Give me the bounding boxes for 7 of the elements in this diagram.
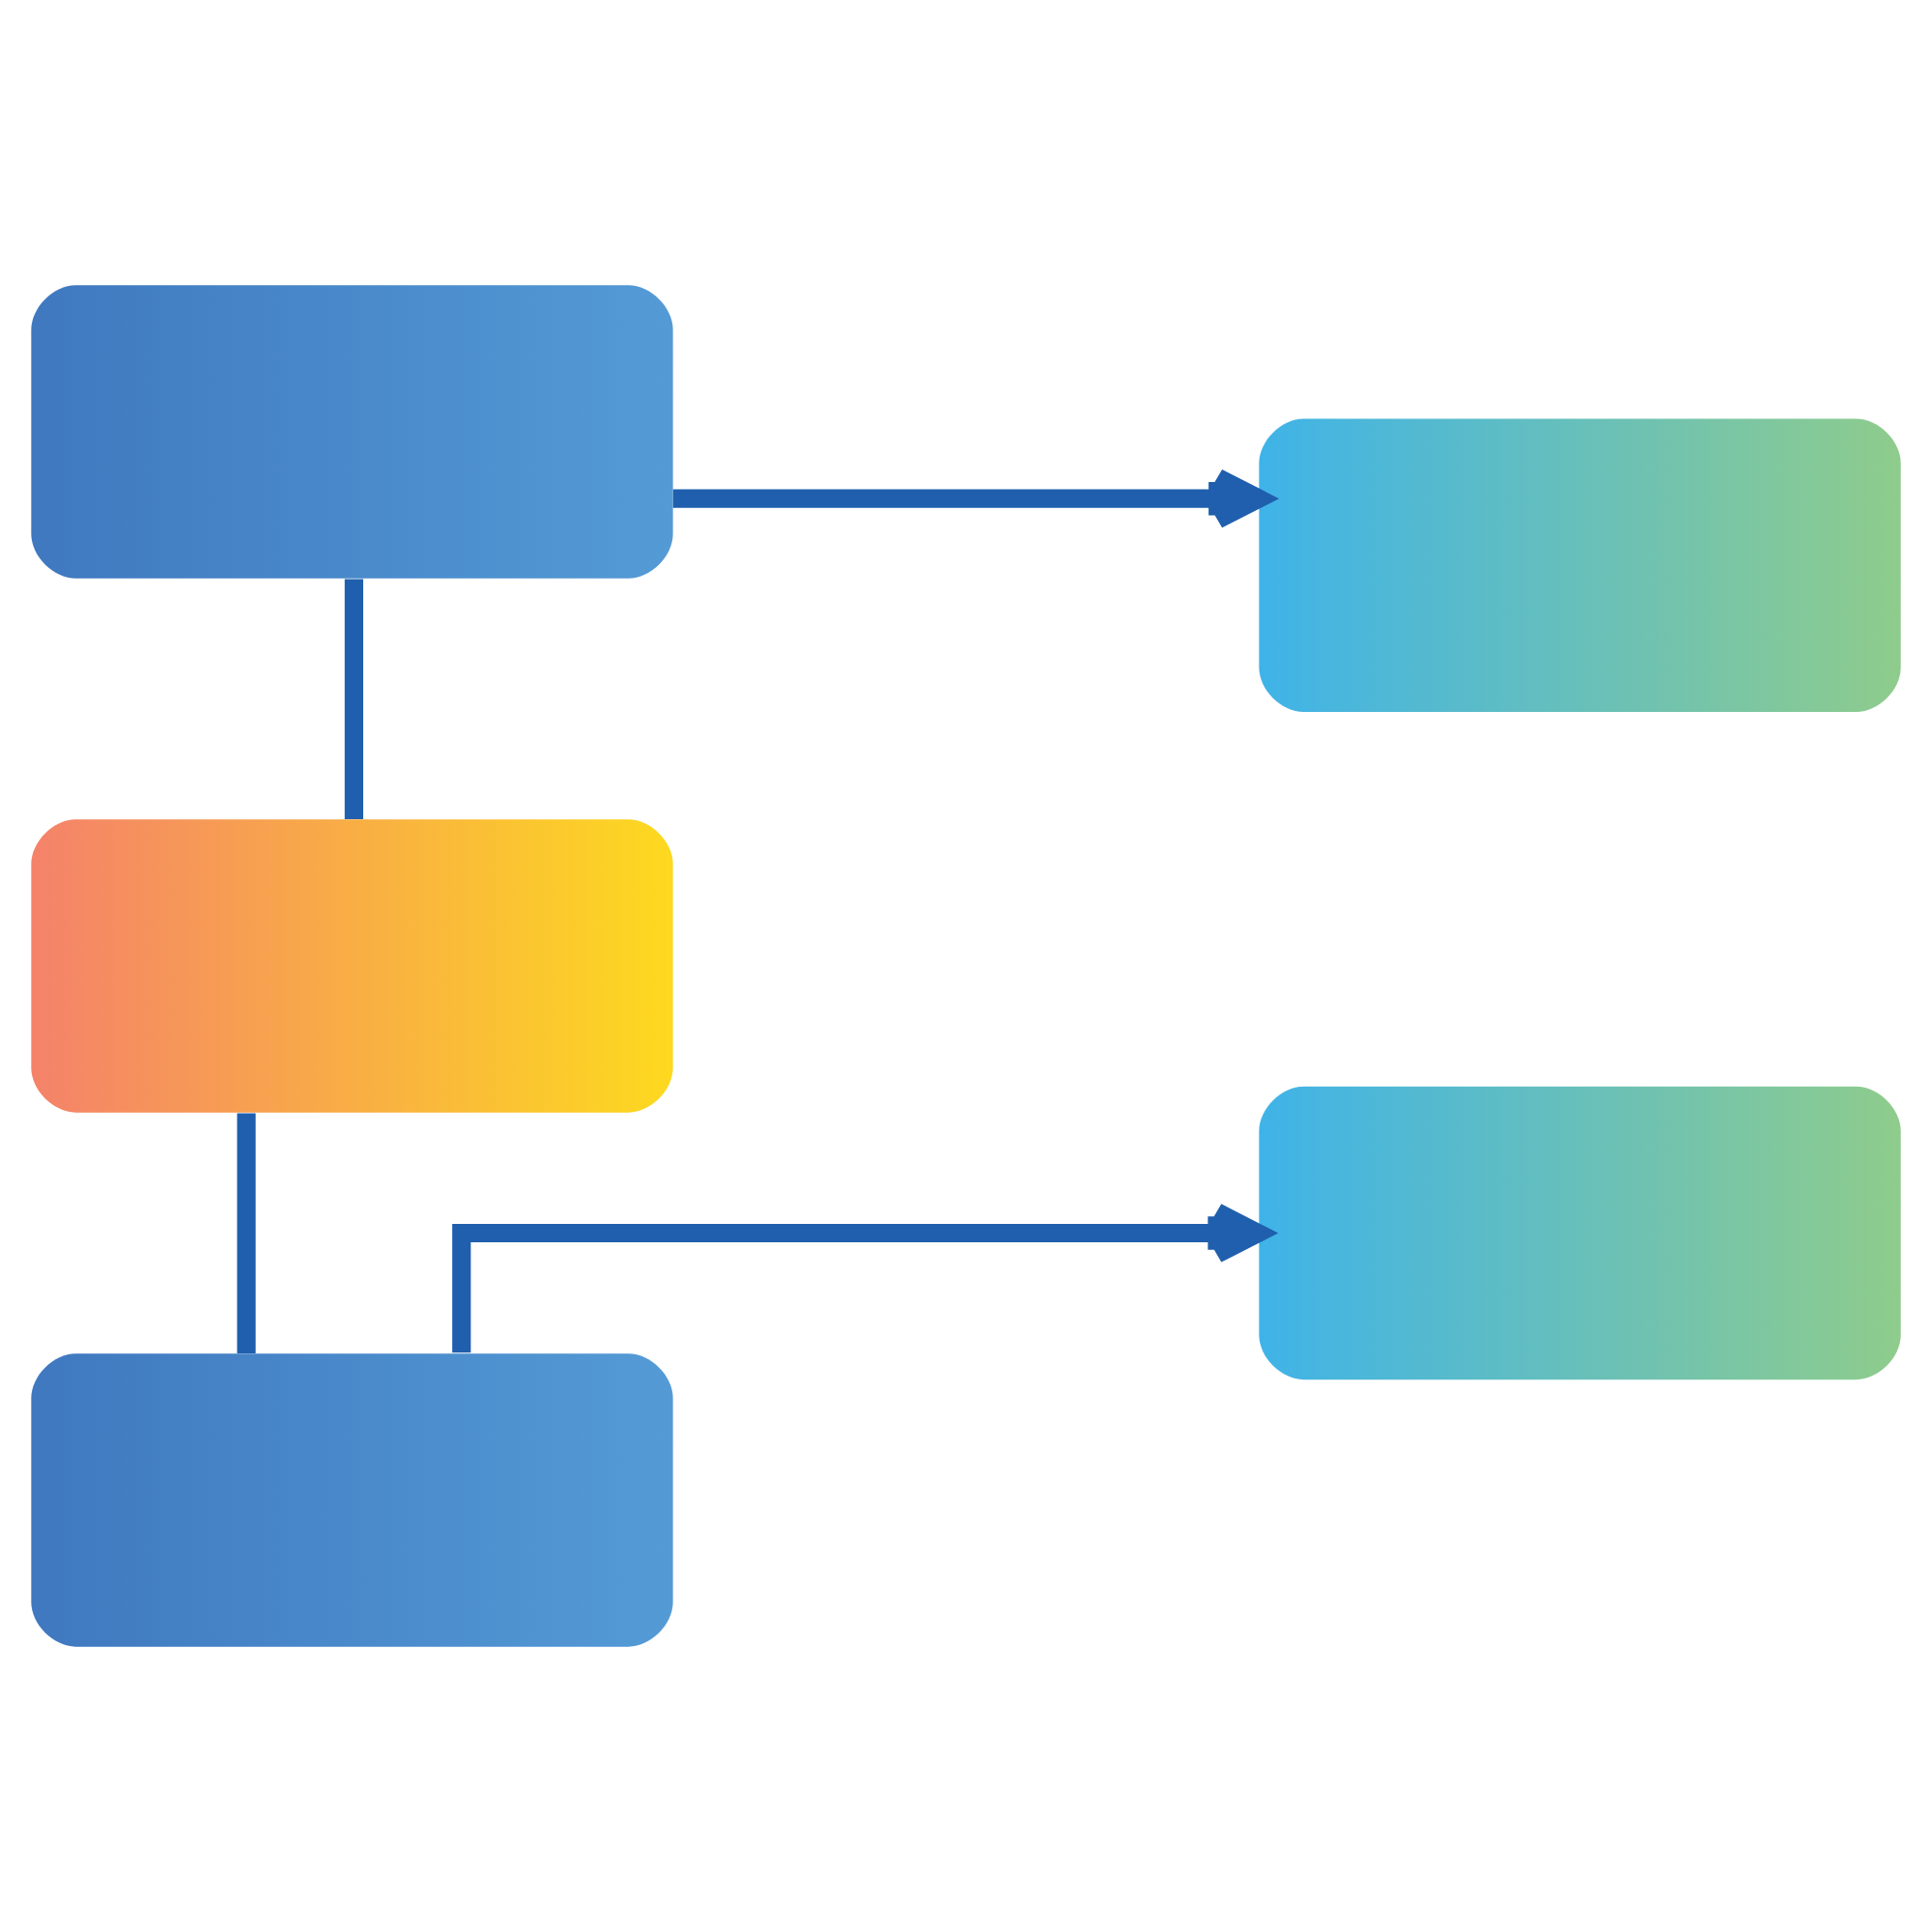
connector xyxy=(344,579,363,819)
connector xyxy=(237,1113,256,1353)
node-box xyxy=(31,285,673,579)
node-box xyxy=(1259,1086,1901,1380)
node-box xyxy=(31,819,673,1113)
node-box xyxy=(1259,418,1901,712)
node-box xyxy=(31,1353,673,1647)
